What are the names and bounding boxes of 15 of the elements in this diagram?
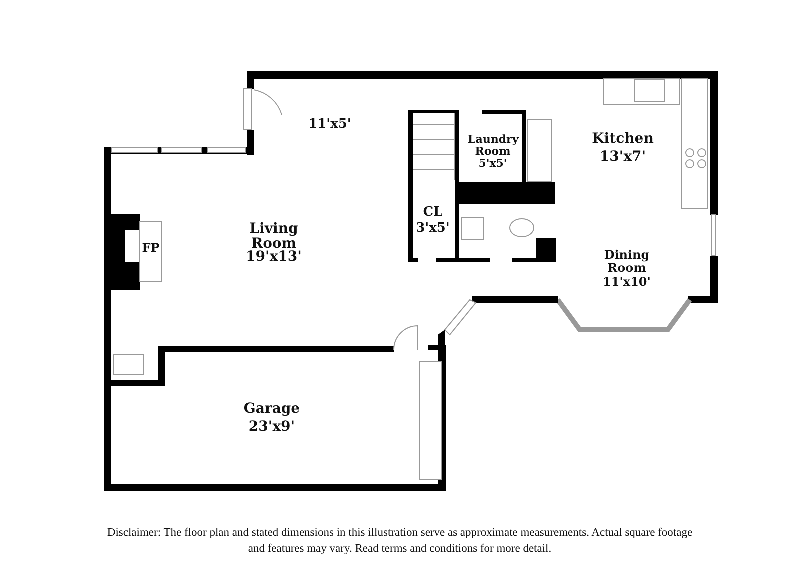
dimension-label: 13'x7': [600, 150, 646, 165]
room-label: Laundry Room: [468, 134, 518, 158]
dimension-label: 5'x5': [478, 158, 508, 170]
room-label: Garage: [244, 402, 300, 417]
dimension-label: 19'x13': [246, 250, 302, 265]
room-label: Kitchen: [592, 132, 654, 147]
dimension-label: 11'x10': [603, 276, 651, 289]
disclaimer-text: Disclaimer: The floor plan and stated dimensions in this illustration serve as approximate measurements. Actual square footage and features may vary. Read terms and conditions for more detail.: [106, 526, 694, 557]
room-label: CL: [423, 206, 443, 220]
dimension-label: 11'x5': [308, 118, 352, 132]
dimension-label: 23'x9': [248, 420, 296, 435]
room-label: Dining Room: [603, 249, 651, 274]
room-label: FP: [142, 242, 160, 255]
room-label: Living Room: [250, 222, 298, 252]
dimension-label: 3'x5': [416, 222, 450, 236]
